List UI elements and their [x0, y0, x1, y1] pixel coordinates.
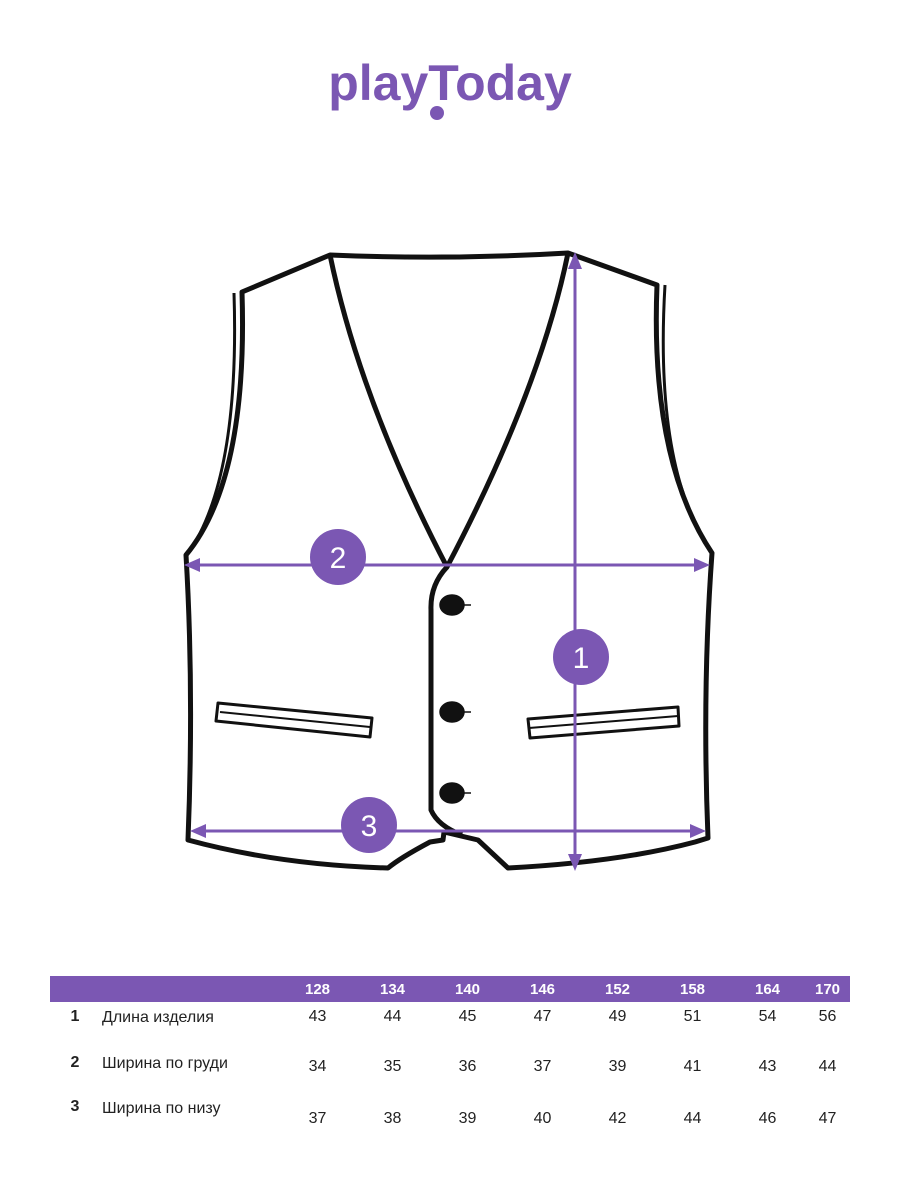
table-cell: 38 — [383, 1110, 402, 1127]
table-header-row: 128 134 140 146 152 158 164 170 — [50, 976, 850, 1002]
logo-text: playToday — [328, 55, 572, 111]
table-cell: 37 — [533, 1058, 552, 1075]
row-label: Длина изделия — [102, 1008, 214, 1026]
vest-buttons — [439, 594, 471, 804]
table-cell: 51 — [683, 1008, 702, 1025]
table-cell: 46 — [758, 1110, 777, 1127]
measure-chest: 2 — [184, 529, 710, 585]
vest-diagram: 1 2 3 — [183, 250, 715, 871]
table-cell: 40 — [533, 1110, 552, 1127]
table-cell: 43 — [758, 1058, 777, 1075]
button — [439, 701, 465, 723]
marker-1-label: 1 — [573, 642, 590, 675]
size-header: 158 — [679, 980, 706, 998]
size-table: 128 134 140 146 152 158 164 170 1 Длина … — [50, 976, 850, 1138]
button — [439, 782, 465, 804]
size-header: 146 — [529, 980, 556, 998]
table-cell: 43 — [308, 1008, 327, 1025]
size-header: 140 — [454, 980, 481, 998]
header-label — [100, 976, 280, 1002]
size-header: 134 — [379, 980, 406, 998]
table-cell: 39 — [458, 1110, 477, 1127]
table-cell: 37 — [308, 1110, 327, 1127]
table-cell: 54 — [758, 1008, 777, 1025]
table-cell: 42 — [608, 1110, 627, 1127]
table-cell: 41 — [683, 1058, 702, 1075]
row-label: Ширина по низу — [102, 1100, 221, 1117]
brand-logo: playToday — [328, 55, 572, 120]
table-cell: 34 — [308, 1058, 327, 1075]
marker-2-label: 2 — [330, 542, 347, 575]
table-cell: 39 — [608, 1058, 627, 1075]
button — [439, 594, 465, 616]
table-cell: 45 — [458, 1008, 477, 1025]
vest-outline — [183, 250, 715, 871]
table-cell: 47 — [818, 1110, 837, 1127]
table-cell: 44 — [383, 1008, 402, 1025]
table-cell: 49 — [608, 1008, 627, 1025]
marker-3-label: 3 — [361, 810, 378, 843]
table-cell: 44 — [818, 1058, 837, 1075]
row-label: Ширина по груди — [102, 1054, 228, 1072]
header-index — [50, 976, 100, 1002]
table-cell: 56 — [818, 1008, 837, 1025]
table-cell: 36 — [458, 1058, 477, 1075]
table-cell: 47 — [533, 1008, 552, 1025]
table-cell: 44 — [683, 1110, 702, 1127]
measure-length: 1 — [553, 252, 609, 871]
measure-hem: 3 — [190, 797, 706, 853]
table-row: 2 Ширина по груди 34 35 36 37 39 41 43 4… — [50, 1032, 850, 1094]
row-index: 2 — [70, 1054, 80, 1071]
table-row: 3 Ширина по низу 37 38 39 40 42 44 46 47 — [50, 1094, 850, 1138]
size-header: 170 — [814, 980, 841, 998]
table-row: 1 Длина изделия 43 44 45 47 49 51 54 56 — [50, 1002, 850, 1032]
size-header: 164 — [754, 980, 781, 998]
size-header: 128 — [304, 980, 331, 998]
row-index: 3 — [70, 1098, 80, 1115]
row-index: 1 — [70, 1008, 80, 1025]
table-cell: 35 — [383, 1058, 402, 1075]
size-header: 152 — [604, 980, 631, 998]
logo-dot — [430, 106, 444, 120]
